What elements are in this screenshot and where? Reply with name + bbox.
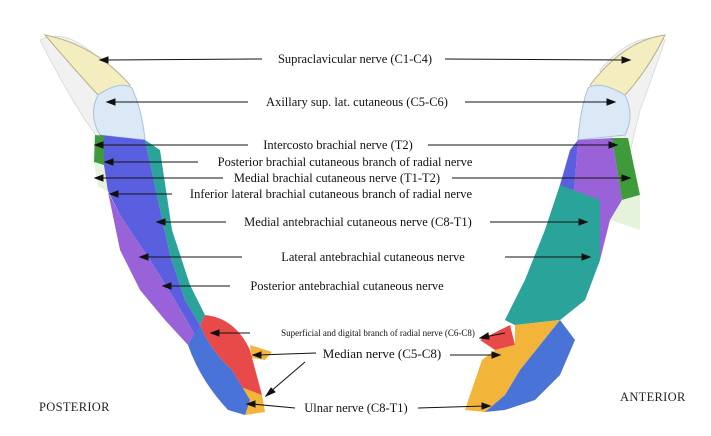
posterior-lateral-antebrachial-region: [145, 140, 205, 325]
label-median: Median nerve (C5-C8): [322, 346, 442, 361]
anterior-intercosto-region: [612, 138, 640, 200]
label-posterior-antebrachial: Posterior antebrachial cutaneous nerve: [250, 279, 444, 293]
label-axillary: Axillary sup. lat. cutaneous (C5-C6): [266, 95, 448, 109]
posterior-radial-hand-region: [200, 315, 262, 400]
posterior-antebrachial-region: [108, 192, 195, 345]
anterior-axillary-region: [577, 84, 631, 141]
posterior-ulnar-hand-region: [188, 325, 250, 415]
label-lateral-antebrachial: Lateral antebrachial cutaneous nerve: [281, 250, 465, 264]
anterior-radial-hand-region: [480, 325, 515, 350]
view-label-posterior: POSTERIOR: [39, 400, 110, 414]
anterior-medial-brachial-region: [610, 195, 640, 230]
posterior-axillary-region: [93, 84, 146, 141]
label-inferior-lateral: Inferior lateral brachial cutaneous bran…: [189, 187, 473, 201]
anterior-ulnar-hand-region: [485, 320, 575, 412]
posterior-brachial-region: [100, 135, 200, 335]
anterior-lateral-antebrachial-region: [505, 185, 600, 325]
leader-arrows: [93, 56, 632, 410]
label-superficial-radial: Superficial and digital branch of radial…: [281, 328, 475, 338]
label-supraclavicular: Supraclavicular nerve (C1-C4): [277, 52, 433, 66]
label-ulnar: Ulnar nerve (C8-T1): [304, 401, 408, 415]
anterior-median-hand-region: [465, 320, 560, 412]
view-label-anterior: ANTERIOR: [620, 390, 686, 404]
posterior-intercosto-region: [94, 135, 104, 165]
label-medial-antebrachial: Medial antebrachial cutaneous nerve (C8-…: [244, 215, 472, 229]
label-intercosto: Intercosto brachial nerve (T2): [263, 138, 413, 152]
label-posterior-brachial: Posterior brachial cutaneous branch of r…: [217, 155, 473, 169]
label-medial-brachial: Medial brachial cutaneous nerve (T1-T2): [233, 171, 441, 185]
anterior-arm: [465, 34, 666, 412]
posterior-arm: [43, 34, 272, 415]
